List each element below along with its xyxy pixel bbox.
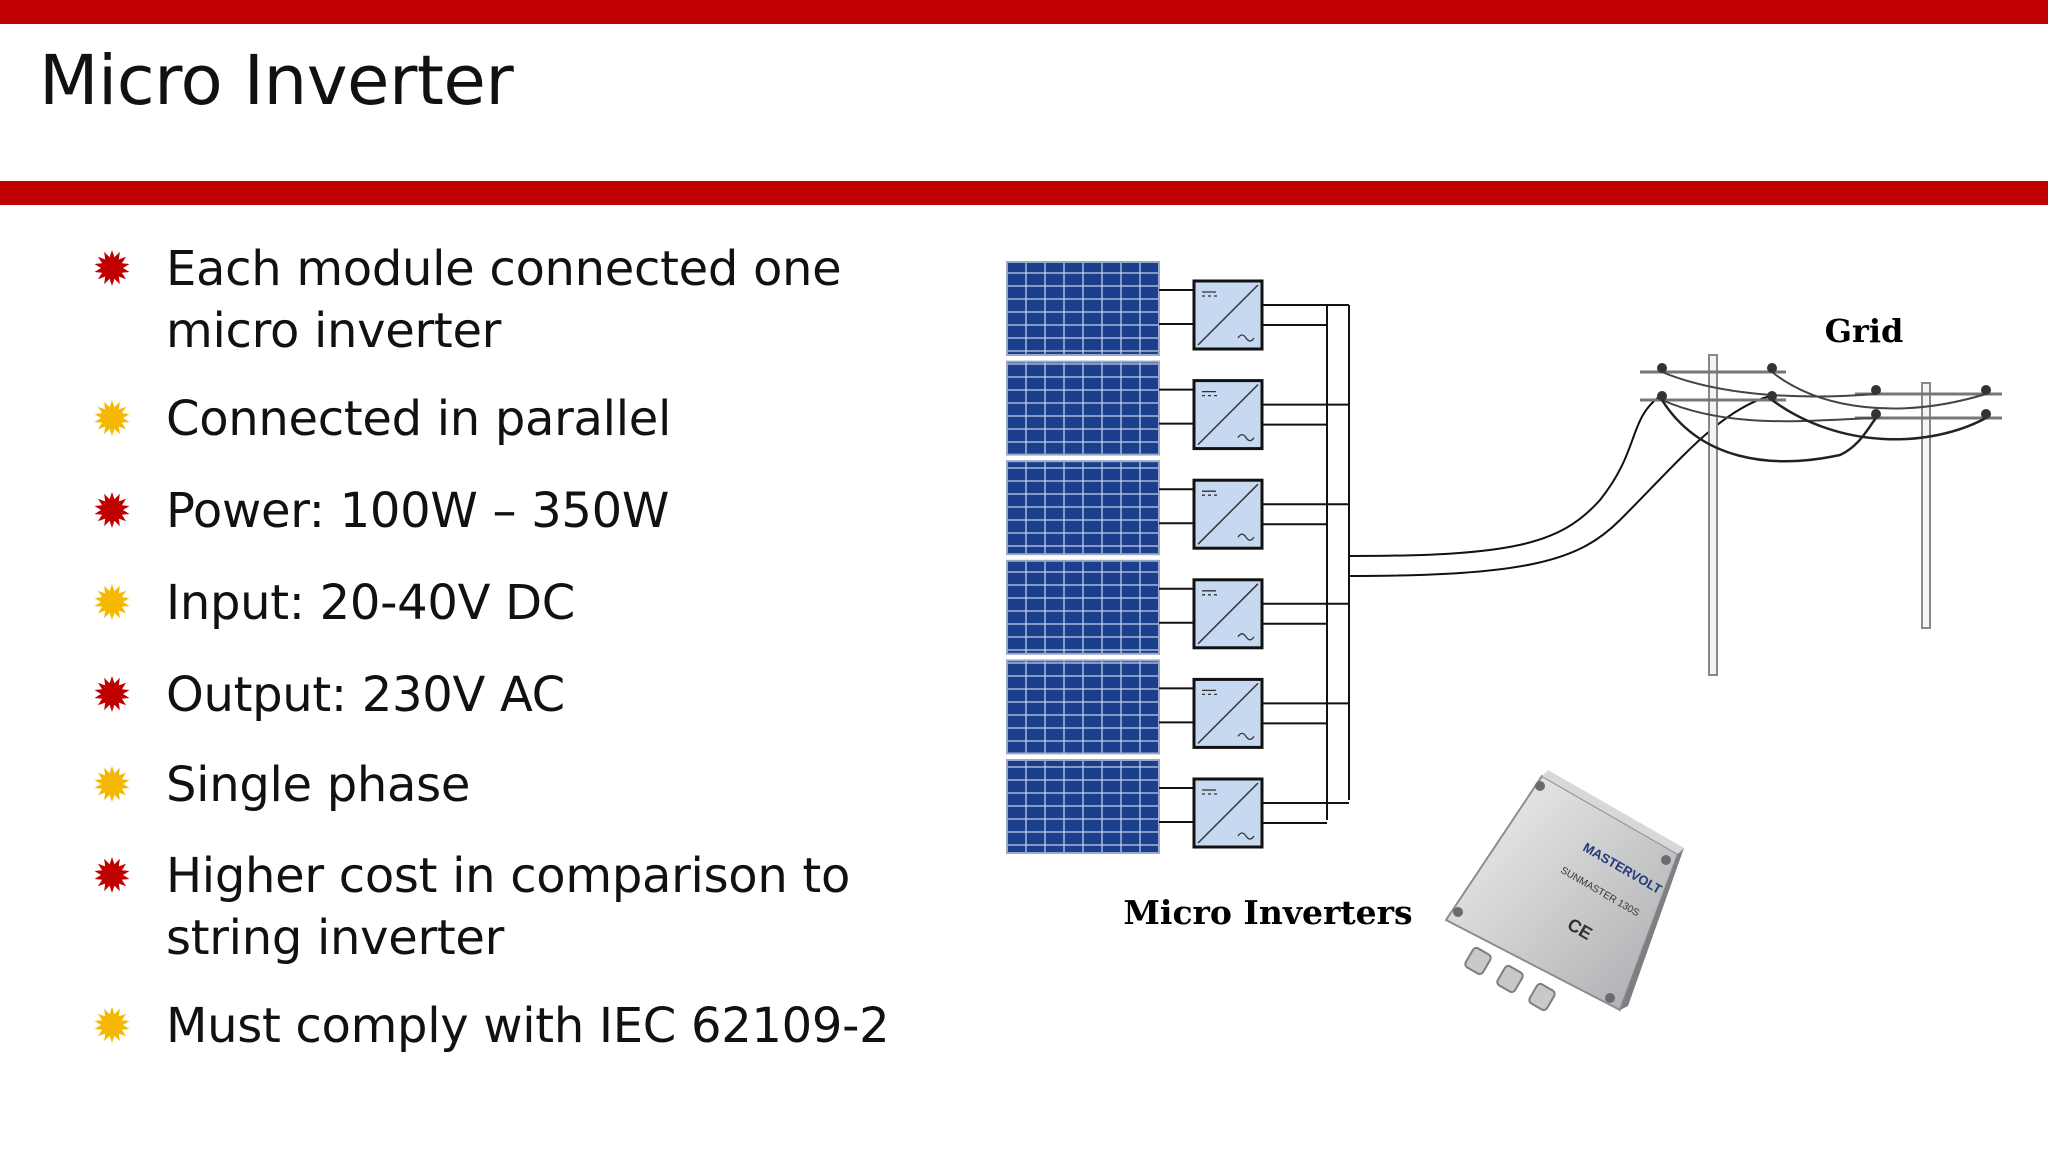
title-divider-bar (0, 181, 2048, 205)
micro-inverter-symbol (1192, 379, 1264, 451)
red-star-icon (94, 676, 130, 712)
micro-inverter-symbol (1192, 677, 1264, 749)
yellow-sun-icon (94, 400, 130, 436)
bullet-text: Each module connected one micro inverter (166, 241, 842, 359)
solar-panel (1006, 759, 1160, 854)
micro-inverter-symbol (1192, 777, 1264, 849)
solar-panel (1006, 360, 1160, 456)
micro-inverter-symbol (1192, 478, 1264, 550)
red-star-icon (94, 857, 130, 893)
solar-panel-column (1006, 261, 1160, 854)
bullet-text: Higher cost in comparison to string inve… (166, 848, 851, 966)
bullet-text: Must comply with IEC 62109-2 (166, 998, 890, 1054)
solar-panel (1006, 659, 1160, 755)
utility-poles (1640, 354, 2002, 676)
micro-inverter-column (1192, 279, 1264, 849)
yellow-sun-icon (94, 584, 130, 620)
top-accent-bar (0, 0, 2048, 24)
bullet-list: Each module connected one micro inverter… (0, 0, 990, 1161)
micro-inverter-symbol (1192, 279, 1264, 351)
bullet-text: Power: 100W – 350W (166, 483, 669, 539)
grid-label: Grid (1825, 312, 1904, 350)
micro-inverter-symbol (1192, 578, 1264, 650)
yellow-sun-icon (94, 766, 130, 802)
micro-inverters-label: Micro Inverters (1123, 893, 1412, 932)
solar-panel (1006, 559, 1160, 655)
micro-inverter-product-photo: MASTERVOLT SUNMASTER 130S CE (1444, 770, 1684, 1012)
bullet-text: Single phase (166, 757, 471, 813)
bullet-text: Input: 20-40V DC (166, 575, 575, 631)
ac-bus-wiring (1159, 289, 1771, 824)
slide-title: Micro Inverter (39, 41, 514, 121)
red-star-icon (94, 250, 130, 286)
bullet-text: Output: 230V AC (166, 667, 565, 723)
solar-panel (1006, 460, 1160, 556)
red-star-icon (94, 492, 130, 528)
yellow-sun-icon (94, 1007, 130, 1043)
solar-panel (1006, 261, 1160, 356)
bullet-text: Connected in parallel (166, 391, 672, 447)
